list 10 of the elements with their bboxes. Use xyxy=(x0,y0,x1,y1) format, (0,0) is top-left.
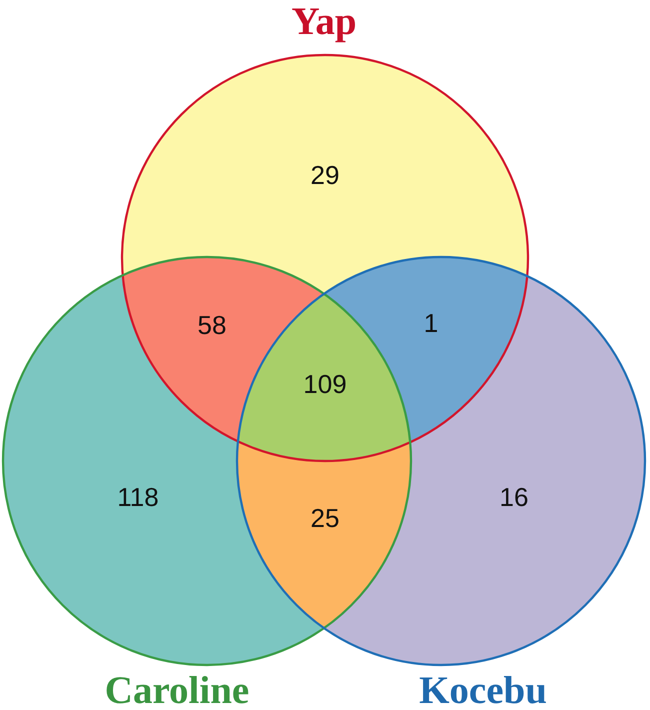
count-label: 1 xyxy=(424,310,438,336)
set-label: Caroline xyxy=(104,673,250,709)
count-label: 118 xyxy=(117,484,159,510)
count-label: 25 xyxy=(310,505,340,531)
count-label: 29 xyxy=(310,162,340,188)
count-label: 58 xyxy=(198,312,226,338)
count-label: 16 xyxy=(500,484,528,510)
count-label: 109 xyxy=(303,371,347,397)
set-label: Yap xyxy=(291,4,357,40)
set-label: Kocebu xyxy=(419,673,547,709)
